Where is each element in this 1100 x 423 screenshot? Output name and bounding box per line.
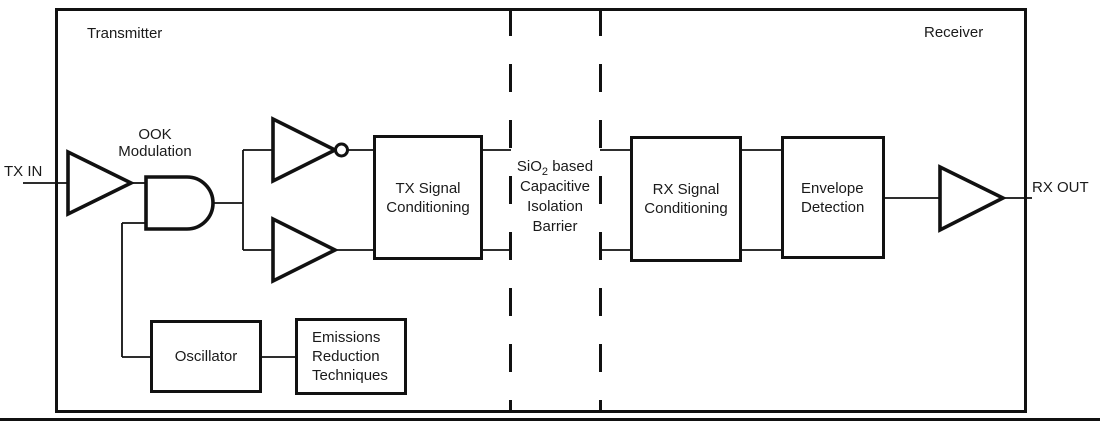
inverter-gate-icon (271, 116, 340, 184)
tx-signal-conditioning-line2: Conditioning (386, 198, 470, 216)
oscillator-block: Oscillator (150, 320, 262, 393)
tx-in-port-label: TX IN (4, 163, 43, 180)
rx-signal-conditioning-block: RX Signal Conditioning (630, 136, 742, 262)
rx-signal-conditioning-line1: RX Signal (652, 181, 720, 198)
barrier-line-sio2: SiO2 based (496, 157, 614, 178)
barrier-sio2-prefix: SiO (516, 158, 542, 175)
barrier-line3: Isolation (527, 198, 583, 215)
ook-modulation-label: OOK Modulation (105, 126, 205, 160)
oscillator-label: Oscillator (174, 348, 238, 365)
barrier-line4: Barrier (532, 218, 578, 235)
envelope-detection-line2: Detection (801, 198, 865, 216)
emissions-reduction-line3: Techniques (312, 367, 388, 384)
inverter-bubble-icon (334, 142, 349, 158)
tx-signal-conditioning-line1: TX Signal (395, 179, 461, 197)
wire-group (23, 149, 1032, 358)
rx-output-buffer-icon (938, 164, 1008, 233)
emissions-reduction-block: Emissions Reduction Techniques (295, 318, 407, 395)
receiver-region-label: Receiver (924, 24, 984, 41)
and-gate-icon (144, 175, 215, 231)
transmitter-region-label: Transmitter (87, 25, 163, 42)
ook-modulation-line2: Modulation (118, 143, 192, 160)
figure-bottom-rule (0, 418, 1100, 421)
barrier-sio2-subscript: 2 (541, 166, 549, 178)
rx-out-port-label: RX OUT (1032, 179, 1089, 196)
emissions-reduction-line1: Emissions (312, 329, 381, 346)
tx-signal-conditioning-block: TX Signal Conditioning (373, 135, 483, 260)
barrier-line2: Capacitive (519, 178, 591, 195)
barrier-sio2-suffix: based (548, 158, 594, 175)
rx-signal-conditioning-line2: Conditioning (644, 200, 728, 217)
tx-input-buffer-icon (66, 149, 136, 217)
envelope-detection-block: Envelope Detection (781, 136, 885, 259)
driver-buffer-icon (271, 216, 340, 284)
emissions-reduction-line2: Reduction (312, 348, 380, 365)
ook-modulation-line1: OOK (138, 126, 172, 143)
isolation-barrier-label: SiO2 based Capacitive Isolation Barrier (496, 157, 614, 237)
envelope-detection-line1: Envelope (801, 179, 864, 197)
device-boundary-box (55, 8, 1027, 413)
